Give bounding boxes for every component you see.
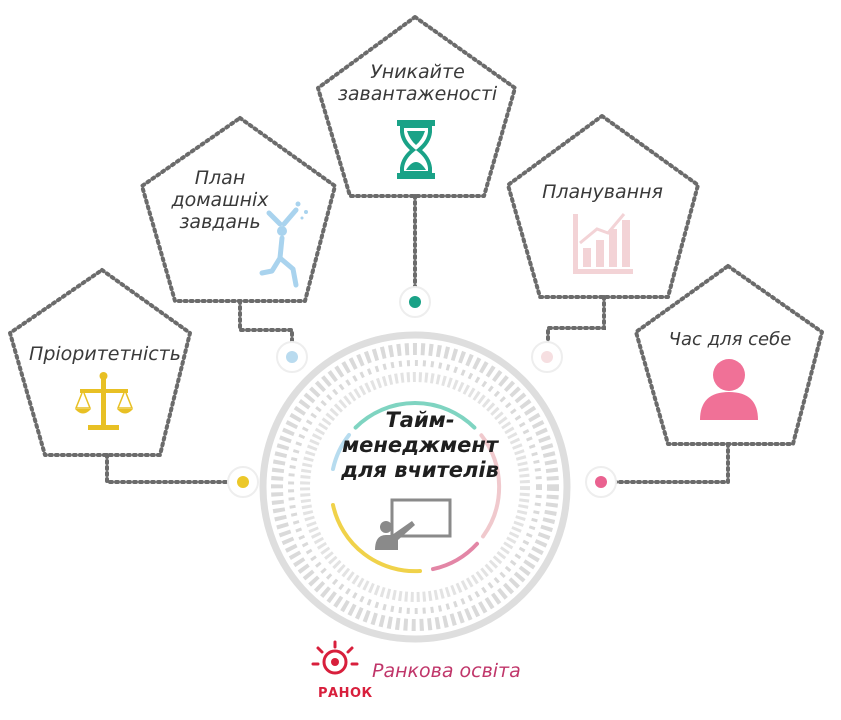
jumping-person-icon [259,201,308,288]
center-circle [259,331,571,643]
brand-logo-text: РАНОК [318,686,373,701]
connector-planning [546,295,606,354]
brand-name: Ранкова освіта [372,660,521,682]
bar-chart-icon [573,213,633,274]
arc-light-blue [331,433,351,471]
teacher-board-icon [375,498,452,550]
node-label-priority: Пріоритетність [29,343,181,365]
scales-icon [74,372,134,430]
brand-logo [311,640,359,675]
person-icon [700,359,758,420]
connector-metime [610,442,730,484]
arc-yellow [331,503,422,574]
arc-teal [353,400,477,430]
node-label-metime: Час для себе [668,329,792,350]
pentagon-planning [506,114,700,299]
connector-priority [105,453,232,484]
pentagon-overload [316,15,517,198]
arc-pink [431,541,479,572]
pentagon-homework [140,116,337,303]
pentagon-metime [634,264,824,446]
arc-light-pink [479,433,502,539]
node-label-homework: План домашніх завдань [171,167,269,233]
node-label-overload: Уникайте завантаженості [337,61,498,105]
pentagon-priority [8,268,192,457]
node-label-planning: Планування [542,181,663,203]
hourglass-icon [397,120,435,179]
center-title: Тайм- менеджмент для вчителів [341,408,499,482]
